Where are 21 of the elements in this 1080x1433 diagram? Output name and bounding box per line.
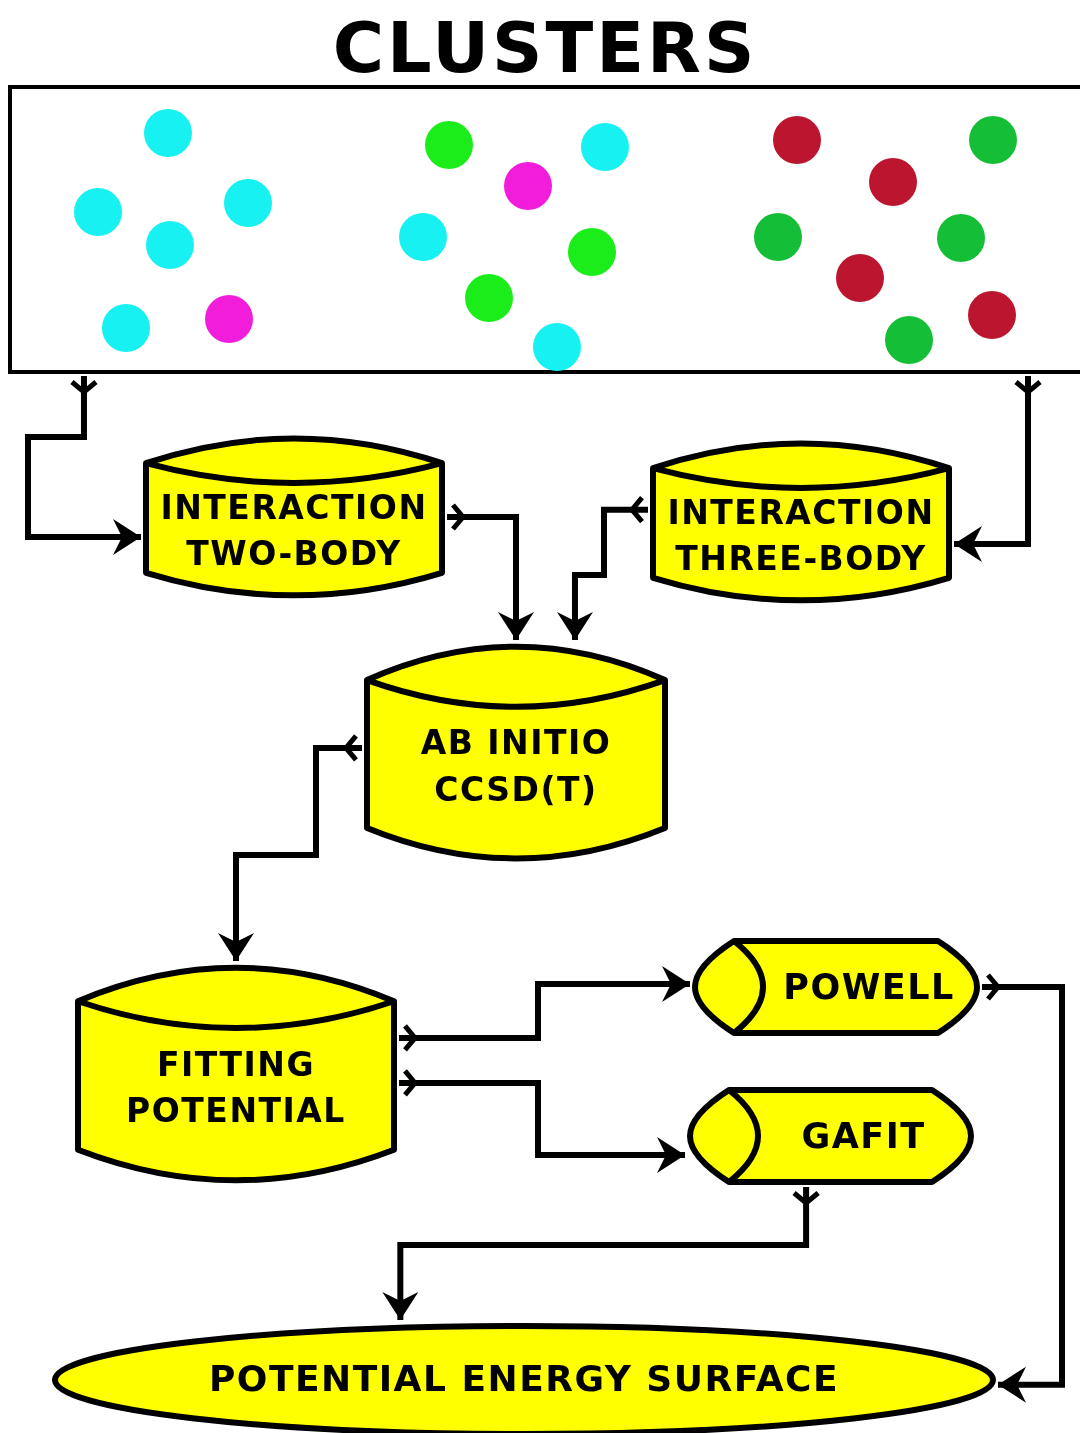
node-label: INTERACTION THREE-BODY [666,491,936,580]
node-label: FITTING POTENTIAL [125,1043,347,1132]
arrow [218,733,362,961]
arrow [557,495,648,640]
drum-node [692,938,980,1036]
heading: CLUSTERS [331,8,759,88]
arrow [399,1068,685,1173]
arrow [447,502,534,640]
arrow [25,376,141,555]
node-label: GAFIT [800,1115,927,1158]
cylinder-node [650,440,952,606]
node-label: POTENTIAL ENERGY SURFACE [207,1357,841,1401]
arrow [399,966,690,1053]
cylinder-node [143,435,445,601]
node-label: INTERACTION TWO-BODY [159,486,429,575]
node-label: AB INITIO CCSD(T) [419,722,613,811]
node-label: POWELL [782,966,956,1009]
arrow [954,376,1043,563]
arrow [982,972,1065,1403]
drum-node [687,1087,974,1185]
arrow [382,1187,821,1320]
